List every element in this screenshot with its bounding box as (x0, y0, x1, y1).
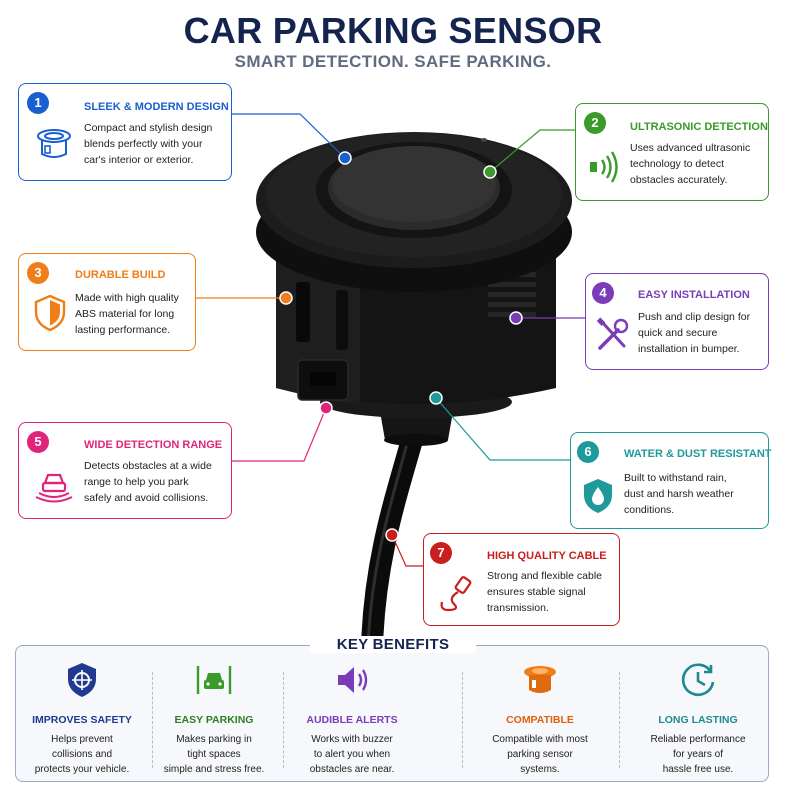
divider (152, 672, 153, 768)
feature-card-4: 4 EASY INSTALLATION Push and clip design… (585, 273, 769, 370)
page-title: CAR PARKING SENSOR (183, 10, 603, 51)
divider (462, 672, 463, 768)
benefit-title: IMPROVES SAFETY (32, 714, 132, 726)
safety-shield-icon (68, 663, 96, 697)
sensor-cable (361, 429, 423, 656)
water-shield-icon (577, 475, 619, 517)
page-subtitle: SMART DETECTION. SAFE PARKING. (234, 52, 552, 71)
feature-card-2: 2 ULTRASONIC DETECTION Uses advanced ult… (575, 103, 769, 201)
divider (283, 672, 284, 768)
key-benefits-panel (15, 645, 769, 782)
feature-number-badge: 1 (27, 92, 49, 114)
clock-icon (681, 663, 715, 697)
tools-icon (592, 314, 634, 356)
feature-title: EASY INSTALLATION (638, 289, 750, 301)
car-parking-icon (196, 666, 232, 694)
feature-description: Built to withstand rain,dust and harsh w… (624, 472, 734, 516)
feature-number-badge: 2 (584, 112, 606, 134)
sensor-icon (524, 666, 556, 693)
feature-card-7: 7 HIGH QUALITY CABLE Strong and flexible… (423, 533, 620, 626)
cable-plug-icon (434, 572, 476, 614)
benefit-title: AUDIBLE ALERTS (306, 714, 398, 726)
feature-title: DURABLE BUILD (75, 269, 166, 281)
feature-title: ULTRASONIC DETECTION (630, 121, 768, 133)
benefit-title: EASY PARKING (174, 714, 254, 726)
feature-number-badge: 5 (27, 431, 49, 453)
feature-title: WATER & DUST RESISTANT (624, 448, 772, 460)
feature-card-5: 5 WIDE DETECTION RANGE Detects obstacles… (18, 422, 232, 519)
feature-title: SLEEK & MODERN DESIGN (84, 101, 229, 113)
feature-number-badge: 3 (27, 262, 49, 284)
feature-number-badge: 7 (430, 542, 452, 564)
feature-card-6: 6 WATER & DUST RESISTANT Built to withst… (570, 432, 772, 529)
divider (619, 672, 620, 768)
feature-number-badge: 4 (592, 282, 614, 304)
benefit-title: LONG LASTING (658, 714, 738, 726)
feature-number-badge: 6 (577, 441, 599, 463)
sensor-outline-icon (33, 124, 75, 166)
shield-icon (29, 292, 71, 334)
feature-card-1: 1 SLEEK & MODERN DESIGN Compact and styl… (18, 83, 232, 181)
key-benefits-heading: KEY BENEFITS (310, 636, 476, 653)
feature-title: HIGH QUALITY CABLE (487, 550, 607, 562)
feature-title: WIDE DETECTION RANGE (84, 439, 223, 451)
sound-waves-icon (582, 146, 624, 188)
speaker-icon (338, 667, 368, 693)
benefit-title: COMPATIBLE (506, 714, 574, 726)
car-waves-icon (33, 463, 75, 505)
